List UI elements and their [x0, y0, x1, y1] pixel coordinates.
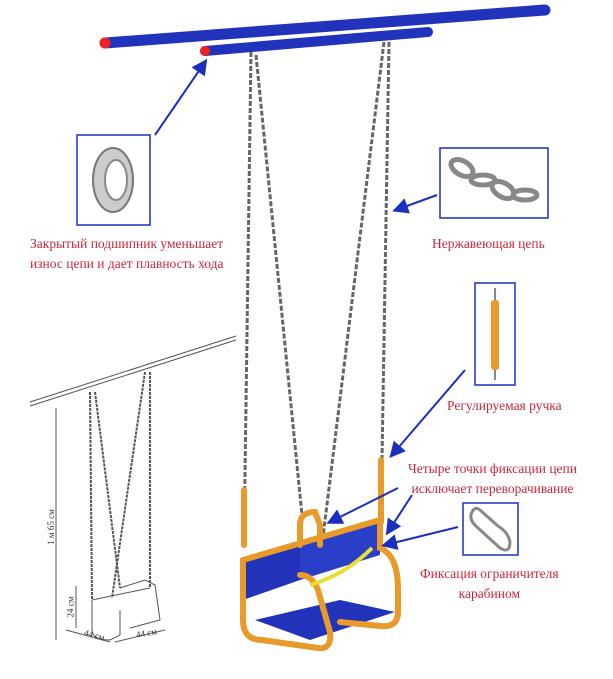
carabiner-box [462, 502, 519, 556]
seat-height-dimension: 24 см [65, 596, 76, 618]
bearing-icon [92, 147, 134, 213]
chains [242, 41, 391, 546]
chain-label: Нержавеющая цепь [432, 236, 545, 251]
top-bar [99, 4, 551, 56]
carabiner-line1: Фиксация ограничителя [420, 566, 559, 581]
handle-label: Регулируемая ручка [447, 398, 562, 413]
handles [241, 457, 384, 548]
carabiner-line2: карабином [458, 586, 521, 601]
handle-icon [491, 288, 499, 380]
bearing-label-line1: Закрытый подшипник уменьшает [30, 236, 224, 251]
four-points-line1: Четыре точки фиксации цепи [408, 461, 577, 476]
chain-icon [448, 156, 540, 203]
bearing-box [76, 134, 151, 226]
carabiner-icon [469, 506, 512, 552]
carabiner-label: Фиксация ограничителя карабином [420, 564, 559, 604]
height-dimension: 1 м 65 см [45, 509, 56, 545]
bar-end-cap [99, 37, 111, 49]
four-points-line2: исключает переворачивание [411, 481, 574, 496]
seat [240, 508, 401, 652]
restraint-bar [309, 546, 374, 587]
chain-box [439, 147, 549, 219]
handle-box [474, 282, 516, 386]
bearing-label: Закрытый подшипник уменьшает износ цепи … [30, 234, 224, 274]
four-points-label: Четыре точки фиксации цепи исключает пер… [408, 459, 577, 499]
arrows [154, 58, 466, 550]
bar-end-cap [200, 46, 210, 56]
dimension-drawing [29, 335, 237, 643]
detail-boxes [76, 134, 549, 556]
bearing-label-line2: износ цепи и дает плавность хода [30, 256, 224, 271]
